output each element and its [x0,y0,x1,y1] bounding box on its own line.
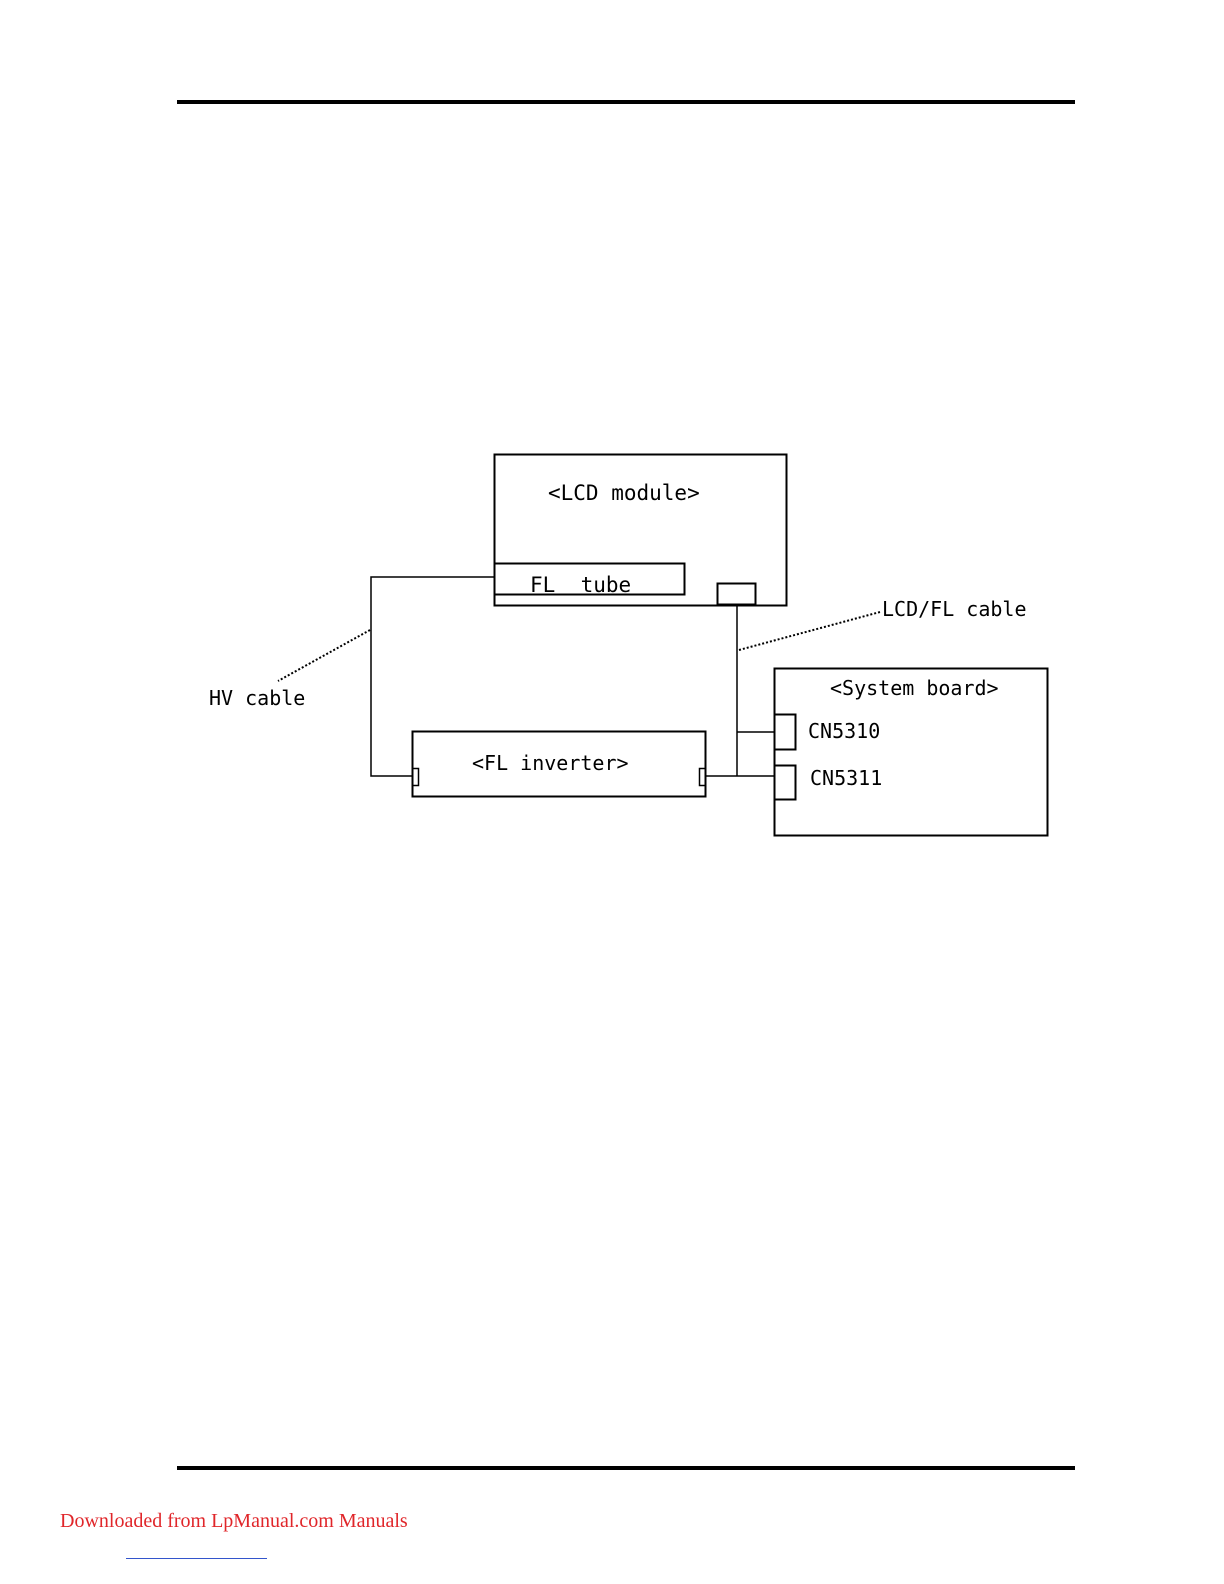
hv-cable-line [371,577,494,776]
footer-rule [177,1466,1075,1470]
footer-download-link[interactable]: Downloaded from LpManual.com Manuals [60,1510,408,1533]
system-board-label: <System board> [830,676,999,700]
lcd-fl-cable-leader [739,612,880,650]
footer-underline [126,1558,267,1559]
lcd-module-label: <LCD module> [548,481,700,505]
lcd-connector [718,584,756,605]
hv-cable-leader [278,630,370,681]
fl-tube-label: FL tube [530,573,631,597]
fl-inverter-label: <FL inverter> [472,751,629,775]
cn5311-connector [775,766,796,800]
cn5310-connector [775,715,796,750]
cn5310-label: CN5310 [808,719,880,743]
lcd-fl-cable-label: LCD/FL cable [882,597,1027,621]
cn5311-label: CN5311 [810,766,882,790]
hv-cable-label: HV cable [209,686,305,710]
